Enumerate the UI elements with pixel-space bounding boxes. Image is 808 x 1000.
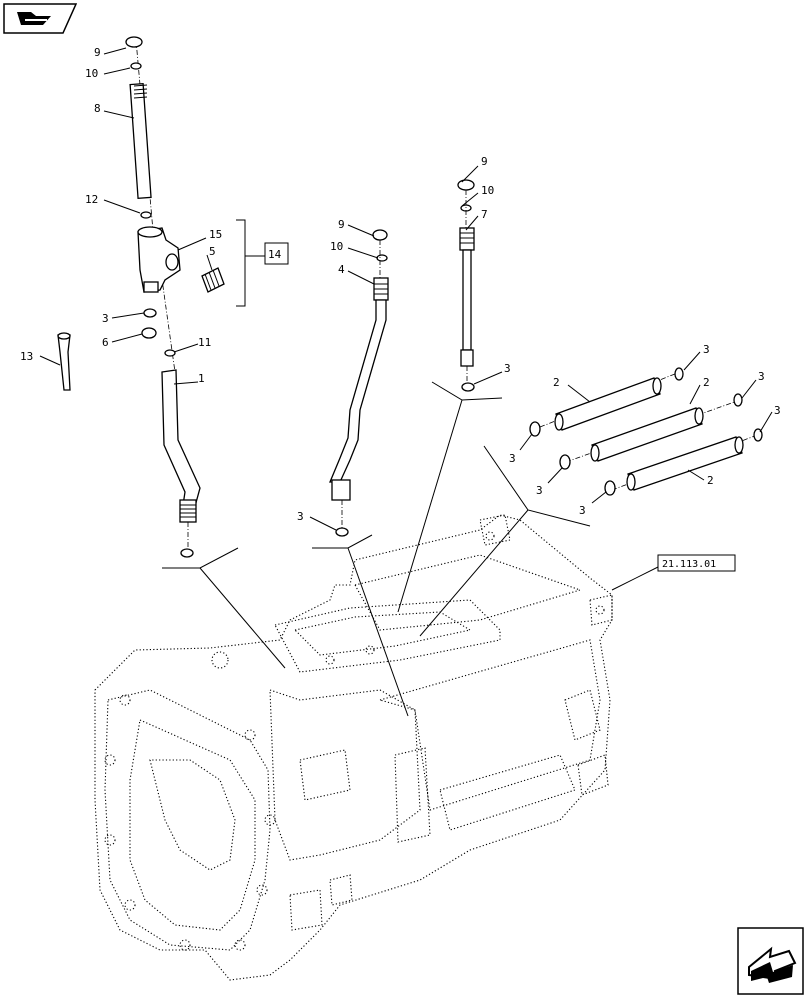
o-ring-3a bbox=[143, 308, 157, 318]
pipe-assembly-vertical bbox=[457, 179, 475, 392]
o-ring-10b bbox=[376, 254, 388, 262]
seal-ring-9c bbox=[457, 179, 475, 191]
callout-12: 12 bbox=[85, 193, 98, 206]
pipe-1 bbox=[161, 369, 201, 513]
reference-link[interactable]: 21.113.01 bbox=[657, 554, 736, 572]
o-ring-10 bbox=[130, 62, 142, 70]
callout-9: 9 bbox=[94, 46, 101, 59]
o-ring-3e bbox=[529, 421, 541, 437]
callout-3: 3 bbox=[509, 452, 516, 465]
o-ring-3f bbox=[674, 367, 684, 381]
callout-3: 3 bbox=[536, 484, 543, 497]
transmission-housing bbox=[94, 514, 613, 981]
pipe-assembly-middle bbox=[329, 229, 389, 537]
tube-2c bbox=[627, 436, 743, 491]
reference-label[interactable]: 21.113.01 bbox=[662, 559, 716, 570]
o-ring-3h bbox=[733, 393, 743, 407]
tee-fitting-15 bbox=[137, 227, 181, 293]
book-arrow-icon[interactable] bbox=[3, 3, 78, 34]
callout-3: 3 bbox=[504, 362, 511, 375]
callout-14: 14 bbox=[268, 248, 282, 261]
callout-10: 10 bbox=[330, 240, 343, 253]
callout-10: 10 bbox=[481, 184, 494, 197]
callout-labels: 9 10 8 12 15 5 14 3 6 11 1 13 9 10 4 3 9… bbox=[20, 46, 781, 523]
spring-5 bbox=[201, 267, 225, 293]
callout-15: 15 bbox=[209, 228, 222, 241]
callout-4: 4 bbox=[338, 263, 345, 276]
callout-13: 13 bbox=[20, 350, 33, 363]
callout-11: 11 bbox=[198, 336, 211, 349]
tube-2b bbox=[591, 407, 703, 462]
o-ring-3d bbox=[461, 382, 475, 392]
seal-6 bbox=[141, 327, 157, 339]
callout-3: 3 bbox=[703, 343, 710, 356]
pipe-8 bbox=[129, 82, 152, 199]
next-page-arrow-icon[interactable] bbox=[737, 927, 804, 995]
callout-leaders bbox=[39, 47, 773, 591]
callout-9: 9 bbox=[481, 155, 488, 168]
tubes-right bbox=[529, 367, 763, 496]
callout-10: 10 bbox=[85, 67, 98, 80]
o-ring-11 bbox=[164, 349, 176, 357]
o-ring-3g bbox=[559, 454, 571, 470]
callout-3: 3 bbox=[758, 370, 765, 383]
callout-3: 3 bbox=[579, 504, 586, 517]
callout-3: 3 bbox=[774, 404, 781, 417]
pipe-7 bbox=[462, 249, 472, 351]
pipe-4 bbox=[329, 299, 387, 483]
o-ring-3c bbox=[335, 527, 349, 537]
callout-3: 3 bbox=[102, 312, 109, 325]
pipe-assembly-left bbox=[57, 36, 225, 558]
o-ring-12 bbox=[140, 211, 152, 219]
callout-1: 1 bbox=[198, 372, 205, 385]
tool-13 bbox=[57, 334, 71, 391]
seal-ring-9b bbox=[372, 229, 388, 241]
callout-2: 2 bbox=[553, 376, 560, 389]
installation-leaders bbox=[162, 381, 591, 717]
callout-6: 6 bbox=[102, 336, 109, 349]
callout-8: 8 bbox=[94, 102, 101, 115]
seal-ring-9 bbox=[125, 36, 143, 48]
callout-5: 5 bbox=[209, 245, 216, 258]
fitting-7 bbox=[459, 227, 475, 251]
callout-7: 7 bbox=[481, 208, 488, 221]
callout-2: 2 bbox=[707, 474, 714, 487]
o-ring-3i bbox=[604, 480, 616, 496]
callout-14-box bbox=[264, 242, 289, 265]
o-ring-3b bbox=[180, 548, 194, 558]
callout-2: 2 bbox=[703, 376, 710, 389]
callout-3: 3 bbox=[297, 510, 304, 523]
tube-2a bbox=[555, 377, 661, 431]
callout-9: 9 bbox=[338, 218, 345, 231]
